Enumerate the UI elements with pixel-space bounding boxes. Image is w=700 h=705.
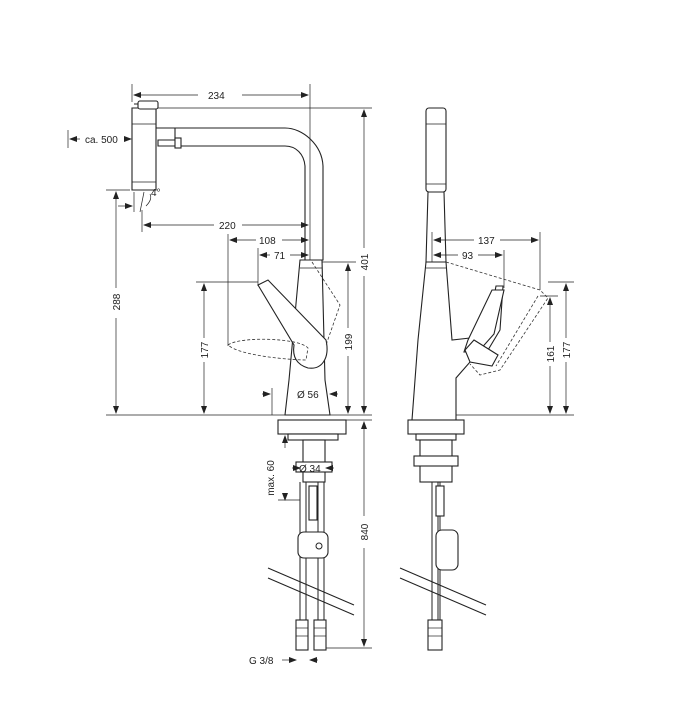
dim-401-label: 401	[360, 253, 371, 270]
dim-177-left-label: 177	[200, 341, 211, 358]
side-neck	[425, 191, 447, 263]
front-view: 234 ca. 500 4° 220 108 71 288	[67, 84, 372, 667]
dim-g38-label: G 3/8	[249, 656, 274, 667]
front-lever-dashed	[227, 338, 309, 361]
front-lever	[257, 279, 328, 369]
side-body	[411, 261, 504, 421]
dim-dia34-label: Ø 34	[299, 464, 321, 475]
front-shank	[302, 439, 326, 483]
dim-199-label: 199	[344, 333, 355, 350]
front-center-rod	[308, 485, 318, 521]
side-base-gasket	[415, 433, 457, 441]
side-center-rod	[435, 485, 445, 517]
side-view: 137 93 161 177	[399, 107, 574, 651]
dim-161-label: 161	[546, 345, 557, 362]
spray-head	[131, 107, 157, 191]
side-hose-connector	[427, 619, 443, 651]
side-lever-dashed	[445, 261, 549, 376]
dim-108-label: 108	[259, 236, 276, 247]
dim-840-label: 840	[360, 523, 371, 540]
side-base-plate	[407, 419, 465, 435]
dim-234-label: 234	[208, 91, 225, 102]
dim-288-label: 288	[112, 293, 123, 310]
side-spray-head	[425, 107, 447, 193]
dim-ca500-label: ca. 500	[85, 135, 118, 146]
front-base-plate	[277, 419, 347, 435]
dim-220-label: 220	[219, 221, 236, 232]
side-lever	[463, 289, 505, 353]
front-hose-weight	[297, 531, 329, 559]
spray-connector	[174, 137, 182, 149]
dim-dia56-label: Ø 56	[297, 390, 319, 401]
front-base-gasket	[287, 433, 339, 441]
front-spout	[134, 103, 324, 261]
front-hose-connector-right	[313, 619, 327, 651]
side-nut	[413, 455, 459, 467]
dim-max60-label: max. 60	[266, 460, 277, 496]
dim-angle4-label: 4°	[151, 188, 161, 199]
side-hose-weight	[435, 529, 459, 571]
front-hose-connector-left	[295, 619, 309, 651]
spray-head-cap	[137, 100, 159, 110]
dim-71-label: 71	[274, 251, 286, 262]
dim-177-right-label: 177	[562, 341, 573, 358]
dim-137-label: 137	[478, 236, 495, 247]
dim-93-label: 93	[462, 251, 474, 262]
